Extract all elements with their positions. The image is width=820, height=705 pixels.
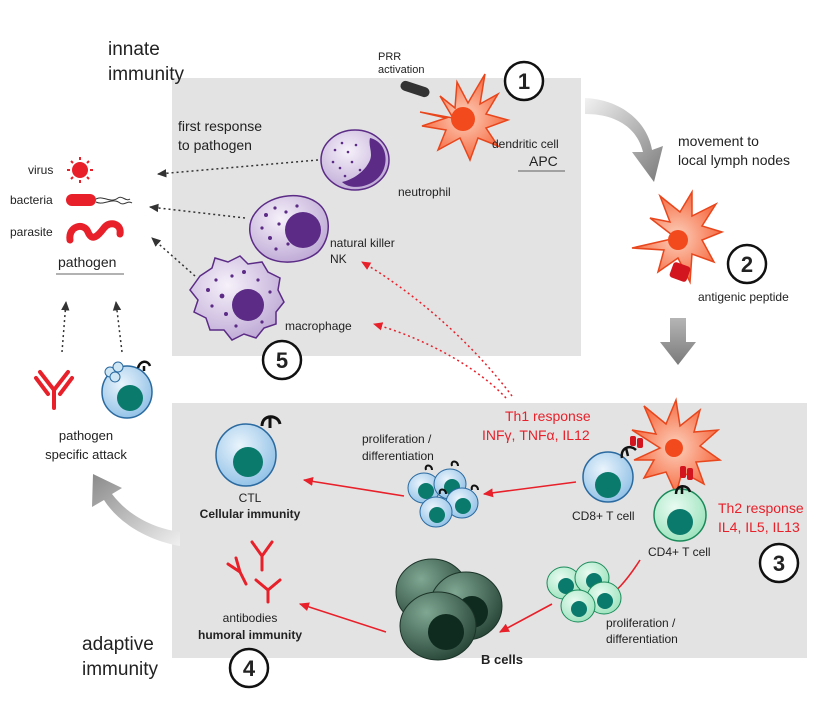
lymph-dendritic-cell-icon <box>631 189 725 285</box>
innate-title-1: innate <box>108 39 160 60</box>
macrophage-label: macrophage <box>285 319 352 333</box>
prr-receptor-icon <box>400 80 430 98</box>
cd8-tcell-icon <box>582 436 643 503</box>
dendritic-cell-icon <box>419 73 511 162</box>
attack-tcell-icon <box>101 360 153 419</box>
cd4-proliferation-cluster-icon <box>546 561 622 623</box>
adaptive-title-1: adaptive <box>82 634 154 655</box>
virus-label: virus <box>28 163 53 177</box>
step-1-badge: 1 <box>503 60 545 102</box>
cd8-proliferation-cluster-icon <box>407 460 479 528</box>
bacteria-icon <box>66 194 133 206</box>
prolif2-label-2: differentiation <box>606 632 678 646</box>
parasite-icon <box>66 220 124 244</box>
prolif2-label-1: proliferation / <box>606 616 676 630</box>
ctl-label: CTL <box>239 491 262 505</box>
antibodies-icon <box>226 540 282 604</box>
prr-label-1: PRR <box>378 51 401 63</box>
cd8-to-cluster-arrow <box>482 481 577 498</box>
pathogen-title: pathogen <box>58 254 116 270</box>
nk-label-2: NK <box>330 252 347 266</box>
bcells-to-antibodies-arrow <box>298 602 387 633</box>
bcells-icon <box>395 558 503 661</box>
bacteria-label: bacteria <box>10 193 53 207</box>
step-3-badge: 3 <box>758 542 800 584</box>
cluster-to-ctl-arrow <box>302 476 405 497</box>
cd4-label: CD4+ T cell <box>648 545 711 559</box>
antibodies-label: antibodies <box>223 611 278 625</box>
svg-text:2: 2 <box>741 252 753 277</box>
cd4-tcell-icon <box>653 466 707 542</box>
svg-text:4: 4 <box>243 656 256 681</box>
prolif1-label-1: proliferation / <box>362 432 432 446</box>
th1-cytokines: INFγ, TNFα, IL12 <box>482 427 590 443</box>
down-arrow <box>660 318 696 365</box>
svg-text:1: 1 <box>518 69 530 94</box>
step-5-badge: 5 <box>261 339 303 381</box>
first-response-label-2: to pathogen <box>178 137 252 153</box>
dendritic-cell-label: dendritic cell <box>492 137 559 151</box>
movement-label-1: movement to <box>678 133 759 149</box>
neutrophil-label: neutrophil <box>398 185 451 199</box>
th1-to-nk-arrow <box>361 261 513 397</box>
nk-label-1: natural killer <box>330 236 395 250</box>
nk-cell-icon <box>249 194 329 263</box>
step-4-badge: 4 <box>228 647 270 689</box>
th2-cytokines: IL4, IL5, IL13 <box>718 519 800 535</box>
neutrophil-to-pathogen-arrow <box>156 159 319 178</box>
cellular-immunity-label: Cellular immunity <box>200 507 301 521</box>
step-2-badge: 2 <box>726 243 768 285</box>
attack-antibody-icon <box>34 370 74 410</box>
innate-title-2: immunity <box>108 64 185 85</box>
antigenic-peptide-icon <box>669 262 691 282</box>
first-response-label-1: first response <box>178 118 262 134</box>
th2-title: Th2 response <box>718 500 804 516</box>
bcells-label: B cells <box>481 652 523 667</box>
cd8-label: CD8+ T cell <box>572 509 635 523</box>
svg-text:3: 3 <box>773 551 785 576</box>
virus-icon <box>67 157 93 183</box>
prr-label-2: activation <box>378 64 424 76</box>
parasite-label: parasite <box>10 225 53 239</box>
humoral-immunity-label: humoral immunity <box>198 628 302 642</box>
svg-text:5: 5 <box>276 348 288 373</box>
neutrophil-icon <box>320 129 390 191</box>
attack-label-2: specific attack <box>45 447 127 462</box>
apc-label: APC <box>529 153 558 169</box>
back-arrow <box>92 474 180 546</box>
adaptive-title-2: immunity <box>82 659 159 680</box>
antibody-to-pathogen-arrow <box>61 300 70 353</box>
attack-label-1: pathogen <box>59 428 113 443</box>
cluster-to-bcells-arrow <box>499 603 553 633</box>
movement-label-2: local lymph nodes <box>678 152 790 168</box>
movement-arrow <box>585 98 663 182</box>
antigenic-peptide-label: antigenic peptide <box>698 290 789 304</box>
presenting-dendritic-cell-icon <box>631 397 723 497</box>
prolif1-label-2: differentiation <box>362 449 434 463</box>
nk-to-pathogen-arrow <box>148 203 246 219</box>
macrophage-icon <box>189 255 285 341</box>
ctl-cell-icon <box>215 415 282 487</box>
th1-title: Th1 response <box>505 408 591 424</box>
tcell-to-pathogen-arrow <box>112 300 123 353</box>
